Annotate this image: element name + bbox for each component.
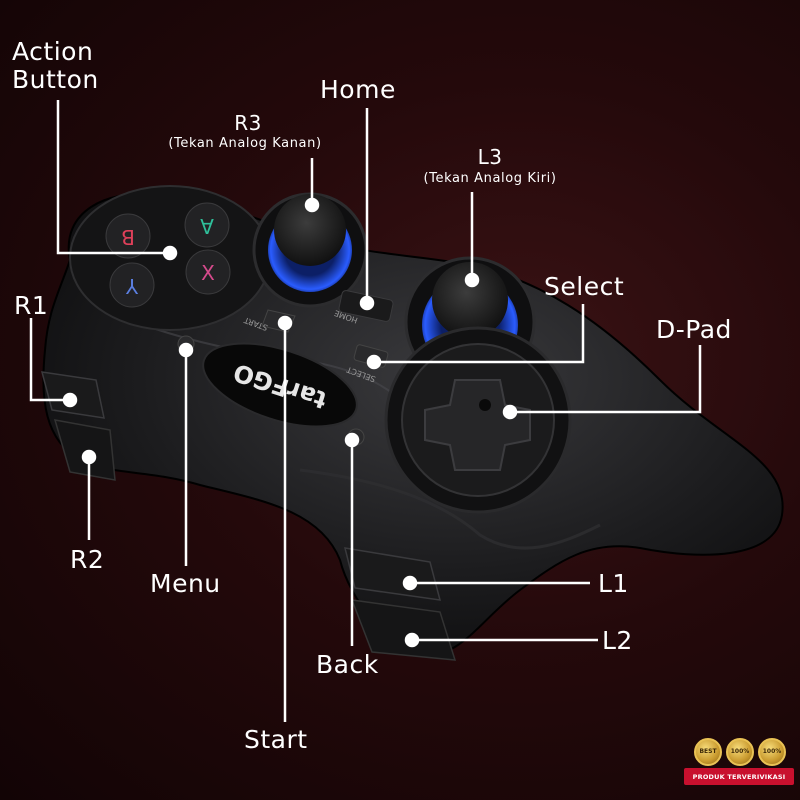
- l3-label: L3: [477, 145, 503, 169]
- button-x-letter: X: [201, 261, 215, 285]
- l2-label: L2: [602, 626, 633, 655]
- right-thumbstick: [252, 192, 368, 308]
- action-button-label: Action Button: [12, 38, 99, 94]
- select-label: Select: [544, 272, 625, 301]
- d-pad: [384, 326, 572, 514]
- best-medal-icon: BEST: [694, 738, 722, 766]
- action-button-label-line2: Button: [12, 65, 99, 94]
- button-y-letter: Y: [125, 274, 139, 298]
- shoulder-buttons: [40, 371, 457, 661]
- r3-sublabel: (Tekan Analog Kanan): [168, 136, 322, 151]
- button-x: X: [185, 249, 231, 295]
- r2-label: R2: [70, 545, 105, 574]
- l1-label: L1: [598, 569, 629, 598]
- callout-lines: [29, 100, 702, 722]
- button-a-letter: A: [200, 214, 214, 238]
- menu-label: Menu: [150, 569, 221, 598]
- d-pad-label: D-Pad: [656, 315, 732, 344]
- l3-sublabel: (Tekan Analog Kiri): [423, 171, 557, 186]
- button-a: A: [184, 202, 230, 248]
- brand-logo: tarFGO: [202, 342, 358, 428]
- button-b-letter: B: [121, 225, 135, 249]
- button-y: Y: [109, 262, 155, 308]
- r3-label: R3: [234, 111, 262, 135]
- start-label: Start: [244, 725, 308, 754]
- guarantee-medal-icon: 100%: [726, 738, 754, 766]
- r1-label: R1: [14, 291, 49, 320]
- original-medal-icon: 100%: [758, 738, 786, 766]
- verified-ribbon: PRODUK TERVERIVIKASI: [684, 768, 794, 785]
- back-label: Back: [316, 650, 379, 679]
- home-label: Home: [320, 75, 396, 104]
- action-button-label-line1: Action: [12, 37, 94, 66]
- verified-badges: BEST 100% 100% PRODUK TERVERIVIKASI: [684, 738, 794, 794]
- button-b: B: [105, 213, 151, 259]
